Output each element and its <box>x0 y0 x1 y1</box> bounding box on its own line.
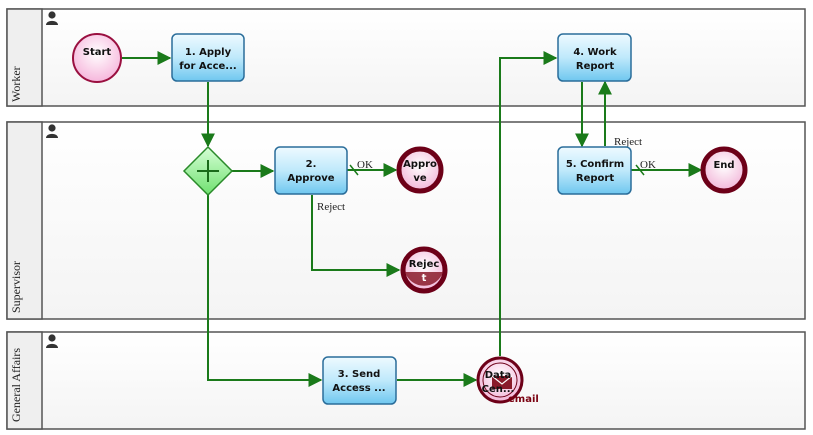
flow-approve-reject[interactable] <box>311 195 401 277</box>
plus-icon <box>197 160 219 182</box>
task-approve-label-line2: Approve <box>287 173 334 184</box>
lane-general-affairs-header <box>6 331 43 430</box>
end-event-approve-line1: Appro <box>403 159 437 170</box>
default-flow-mark <box>349 164 359 176</box>
task-work-report-label-line1: 4. Work <box>573 47 617 58</box>
end-event-final[interactable]: End <box>700 146 748 194</box>
flow-label-approve-reject: Reject <box>317 201 345 213</box>
task-work-report[interactable]: 4. Work Report <box>557 33 632 82</box>
task-apply-label-line1: 1. Apply <box>185 47 232 58</box>
flow-label-approve-ok: OK <box>357 159 373 171</box>
task-send-access[interactable]: 3. Send Access ... <box>322 356 397 405</box>
end-event-reject-line1: Rejec <box>409 259 440 270</box>
sequence-flows <box>122 51 703 387</box>
end-event-data-center-line2: Cen... <box>482 384 515 395</box>
task-confirm-label-line1: 5. Confirm <box>566 159 624 170</box>
task-confirm-report[interactable]: 5. Confirm Report <box>557 146 632 195</box>
start-event-label: Start <box>83 47 112 58</box>
task-apply[interactable]: 1. Apply for Acce... <box>171 33 245 82</box>
lane-general-affairs-body <box>6 331 806 430</box>
parallel-gateway[interactable] <box>182 145 234 197</box>
end-event-final-label: End <box>713 160 734 171</box>
lane-worker-title: Worker <box>9 66 23 102</box>
end-event-data-center-line1: Data <box>485 370 512 381</box>
flow-label-confirm-ok: OK <box>640 159 656 171</box>
reject-fill-shape <box>405 272 443 286</box>
flow-datacenter-to-work-report[interactable] <box>499 51 558 356</box>
flow-gateway-to-send[interactable] <box>207 195 323 387</box>
task-confirm-label-line2: Report <box>576 173 614 184</box>
lane-worker-header <box>6 8 43 107</box>
default-flow-mark <box>635 164 645 176</box>
task-work-report-label-line2: Report <box>576 61 614 72</box>
lane-general-affairs-title: General Affairs <box>9 348 23 422</box>
lane-general-affairs: General Affairs <box>6 331 806 430</box>
lane-supervisor-title: Supervisor <box>9 261 23 313</box>
email-label: email <box>508 394 539 405</box>
task-approve-label-line1: 2. <box>306 159 317 170</box>
start-event[interactable]: Start <box>72 33 122 83</box>
envelope-icon <box>491 375 513 389</box>
condition-marks <box>349 164 645 176</box>
lane-supervisor-header <box>6 121 43 320</box>
end-event-reject-line2: t <box>422 273 427 284</box>
end-event-reject[interactable]: Rejec t <box>400 246 448 294</box>
task-approve[interactable]: 2. Approve <box>274 146 348 195</box>
end-event-approve-line2: ve <box>413 173 427 184</box>
end-event-data-center[interactable]: Data Cen... email <box>476 356 539 405</box>
task-send-label-line1: 3. Send <box>338 369 381 380</box>
end-event-approve[interactable]: Appro ve <box>396 146 444 194</box>
flow-label-confirm-reject: Reject <box>614 136 642 148</box>
task-send-label-line2: Access ... <box>332 383 385 394</box>
task-apply-label-line2: for Acce... <box>179 61 236 72</box>
